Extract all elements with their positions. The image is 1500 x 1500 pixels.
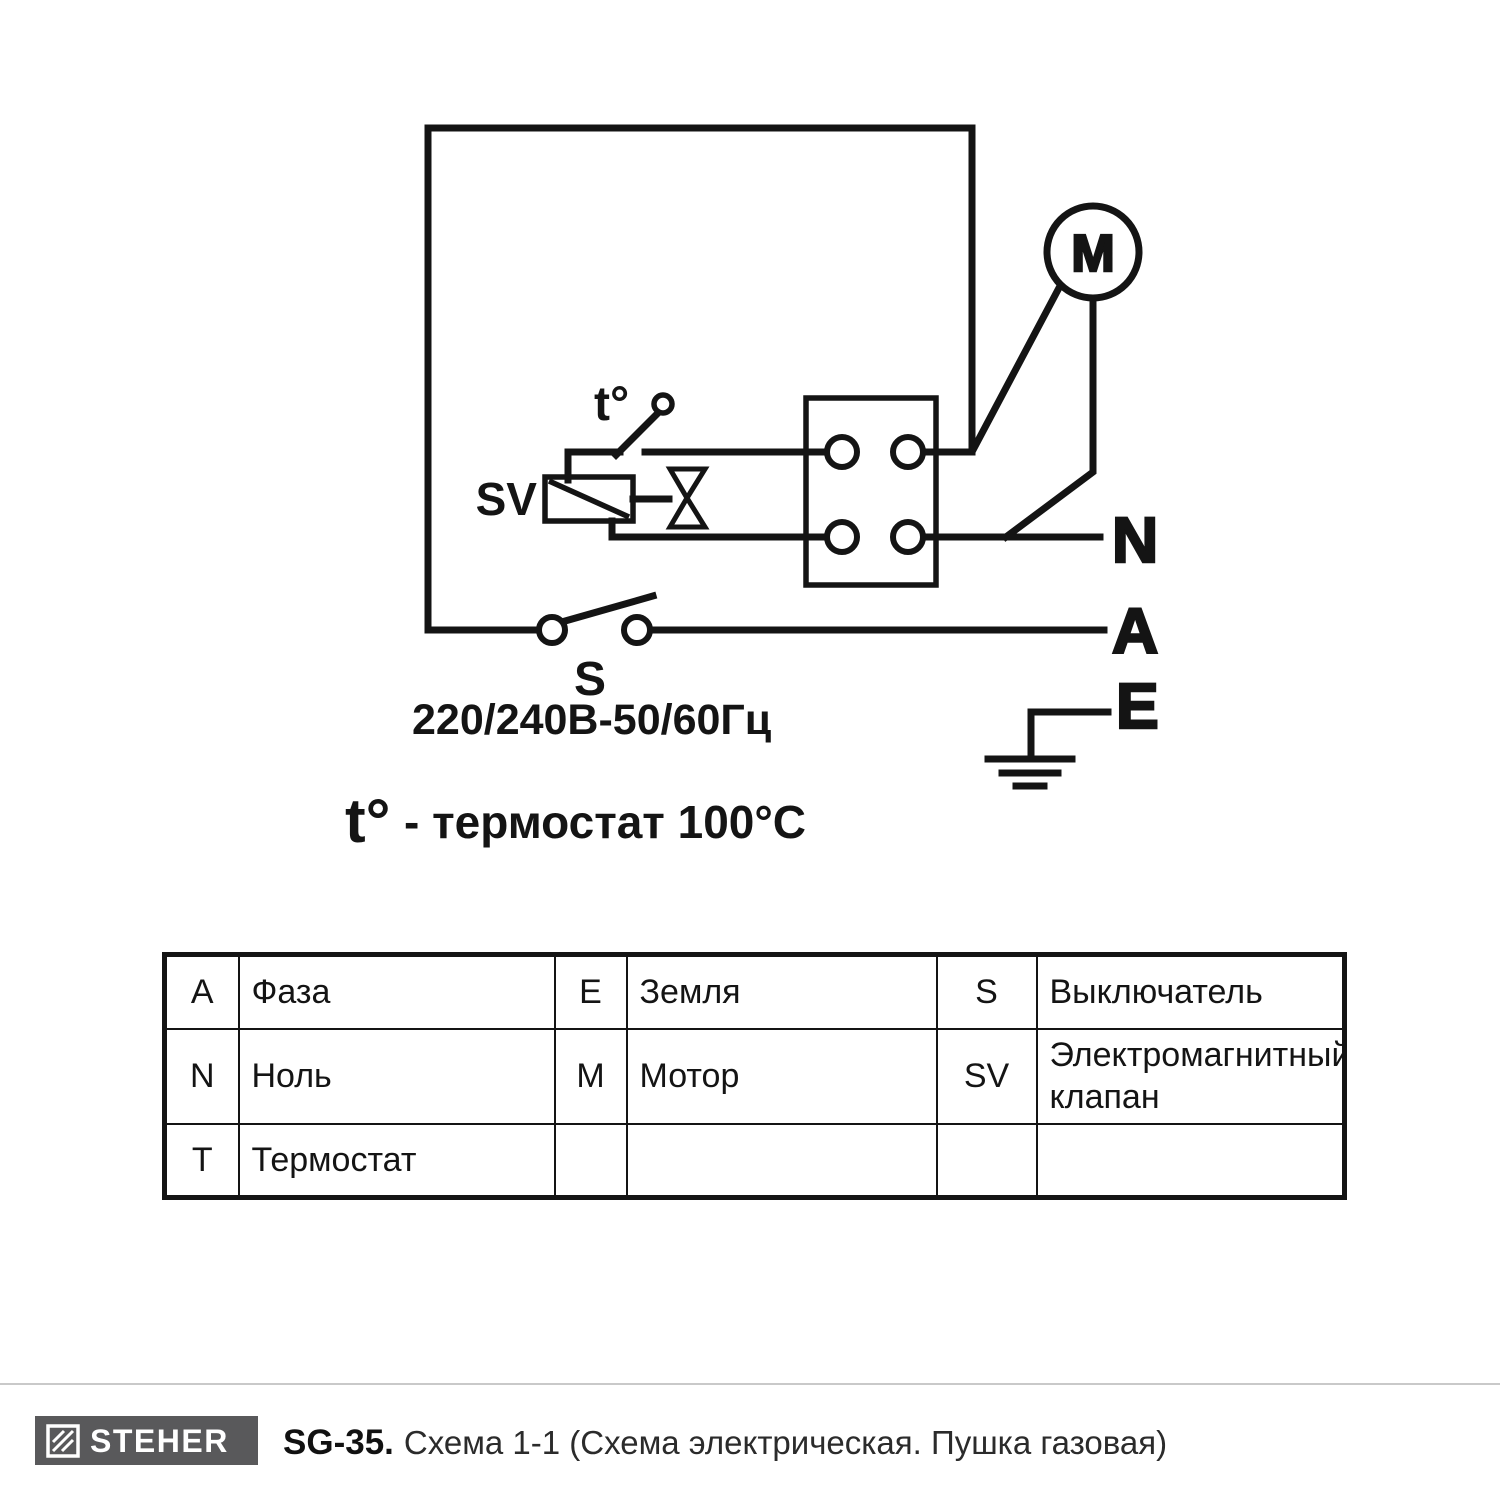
legend-value: Выключатель [1035,953,1346,1030]
neutral-label: N [1112,504,1158,576]
thermostat-label: t° [594,378,629,431]
terminal-bottom-right [890,519,926,555]
earth-label: E [1116,670,1159,742]
legend-key [553,1122,628,1199]
figure-caption: SG-35.Схема 1-1 (Схема электрическая. Пу… [283,1423,1167,1463]
note-thermostat-text: - термостат 100°C [404,796,806,848]
steher-logo: STEHER [35,1416,258,1465]
legend-key: N [163,1027,240,1125]
legend-key: T [163,1122,240,1199]
switch-contact-left [536,614,568,646]
legend-key: E [553,953,628,1030]
model-number: SG-35. [283,1423,394,1462]
terminal-block [803,395,939,588]
legend-value: Ноль [237,1027,556,1125]
motor-label: M [1071,225,1114,283]
circuit-diagram: M t° SV S 220/240В-50/60Гц N A E t° - те… [345,124,1160,856]
wire-sv-bottom [608,517,846,541]
phase-label: A [1112,595,1158,667]
valve-symbol [665,466,710,530]
note-thermostat-symbol: t° [345,787,390,856]
caption-text: Схема 1-1 (Схема электрическая. Пушка га… [403,1424,1168,1461]
legend-value [625,1122,938,1199]
legend-value: Электромагнитный клапан [1035,1027,1346,1125]
switch-contact-right [621,614,653,646]
motor-circle [1043,202,1143,302]
legend: A Фаза E Земля S Выключатель N Ноль M Мо… [162,952,1347,1200]
motor-lead-bottom [1001,293,1097,542]
legend-key: S [935,953,1038,1030]
wire-main-loop [424,124,976,634]
steher-logo-icon [46,1423,80,1458]
thermostat-lever [611,407,664,460]
legend-value: Фаза [237,953,556,1030]
legend-value: Земля [625,953,938,1030]
voltage-label: 220/240В-50/60Гц [412,696,772,744]
switch-lever [553,591,658,628]
sv-coil-diagonal [547,478,631,520]
legend-row: N Ноль M Мотор SV Электромагнитный клапа… [163,1027,1346,1125]
legend-value: Термостат [237,1122,556,1199]
legend-key: A [163,953,240,1030]
sv-coil [542,474,636,524]
sv-label: SV [476,473,538,525]
brand-name: STEHER [90,1422,229,1459]
wire-earth [1027,708,1112,761]
legend-table: A Фаза E Земля S Выключатель N Ноль M Мо… [162,952,1347,1200]
terminal-bottom-left [824,519,860,555]
motor-lead-left [968,281,1065,455]
terminal-top-left [824,434,860,470]
legend-value: Мотор [625,1027,938,1125]
legend-key [935,1122,1038,1199]
thermostat-pivot [651,392,675,416]
terminal-top-right [890,434,926,470]
legend-row: A Фаза E Земля S Выключатель [163,953,1346,1030]
legend-row: T Термостат [163,1122,1346,1199]
legend-key: M [553,1027,628,1125]
legend-value [1035,1122,1346,1199]
legend-key: SV [935,1027,1038,1125]
footer-divider [0,1383,1500,1385]
switch-label: S [574,653,606,706]
